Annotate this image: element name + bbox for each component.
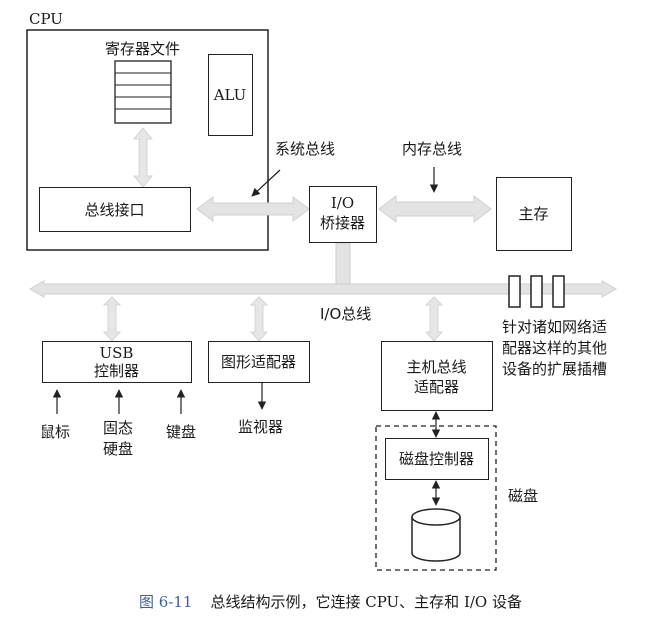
system-bus-arrow	[196, 196, 310, 222]
io-bridge-label-1: I/O	[330, 194, 355, 212]
figure-caption: 图 6-11 总线结构示例，它连接 CPU、主存和 I/O 设备	[0, 591, 661, 612]
disk-label: 磁盘	[508, 487, 539, 505]
host-bus-adapter-label-1: 主机总线	[406, 358, 467, 376]
main-memory-label: 主存	[518, 205, 549, 223]
figure-number: 图 6-11	[139, 593, 193, 611]
io-bridge-box: I/O 桥接器	[309, 186, 377, 243]
alu-box: ALU	[208, 54, 253, 136]
alu-label: ALU	[213, 86, 247, 104]
io-bus-arrow	[28, 280, 618, 298]
expansion-slots	[508, 275, 565, 308]
memory-bus-arrow	[378, 194, 492, 224]
system-bus-pointer	[251, 169, 281, 197]
ssd-label-1: 固态	[103, 419, 134, 437]
cpu-box	[26, 29, 269, 251]
io-bus-label: I/O总线	[320, 305, 372, 323]
mouse-label: 鼠标	[40, 423, 71, 441]
register-file-label: 寄存器文件	[105, 40, 181, 58]
usb-controller-label-2: 控制器	[93, 362, 139, 380]
keyboard-label: 键盘	[166, 423, 197, 441]
io-bus-drops	[102, 296, 444, 342]
cpu-label: CPU	[29, 10, 63, 28]
disk-cylinder-icon	[411, 508, 461, 562]
bus-interface-box: 总线接口	[39, 187, 191, 232]
disk-controller-label: 磁盘控制器	[398, 450, 474, 468]
main-memory-box: 主存	[496, 177, 572, 251]
bridge-to-io-bus	[335, 242, 351, 289]
disk-controller-box: 磁盘控制器	[385, 438, 489, 480]
figure-caption-text: 总线结构示例，它连接 CPU、主存和 I/O 设备	[210, 593, 522, 611]
cpu-internal-bus	[132, 127, 154, 188]
expansion-slots-label-2: 配器这样的其他	[502, 339, 608, 357]
ssd-label-2: 硬盘	[103, 440, 134, 458]
graphics-adapter-box: 图形适配器	[208, 341, 310, 383]
monitor-label: 监视器	[238, 418, 284, 436]
usb-controller-box: USB 控制器	[42, 341, 192, 383]
expansion-slots-label-1: 针对诸如网络适	[502, 318, 608, 336]
disk-enclosure	[375, 425, 497, 571]
register-file-stack	[114, 60, 172, 124]
io-bridge-label-2: 桥接器	[319, 214, 365, 232]
system-bus-label: 系统总线	[275, 140, 336, 158]
usb-controller-label-1: USB	[99, 344, 134, 362]
host-bus-adapter-box: 主机总线 适配器	[381, 341, 493, 411]
expansion-slots-label-3: 设备的扩展插槽	[502, 360, 608, 378]
memory-bus-label: 内存总线	[402, 140, 463, 158]
host-bus-adapter-label-2: 适配器	[413, 378, 459, 396]
graphics-adapter-label: 图形适配器	[220, 353, 296, 371]
bus-interface-label: 总线接口	[84, 201, 145, 219]
